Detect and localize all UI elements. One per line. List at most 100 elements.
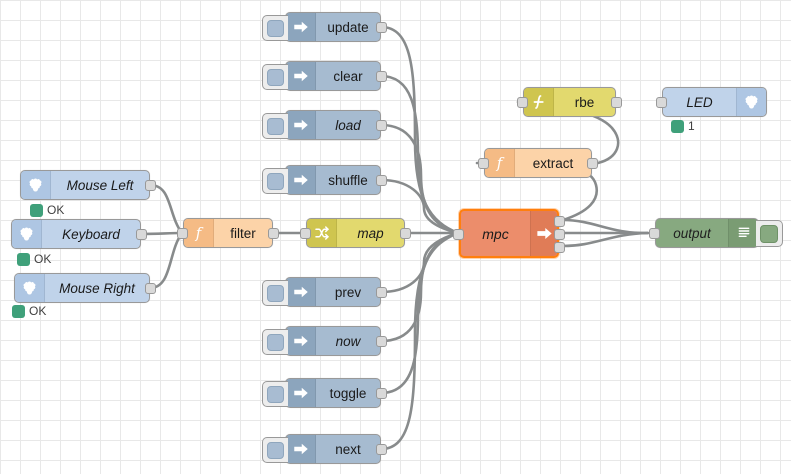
inject-button-pad	[267, 172, 284, 190]
node-mouse-right[interactable]: Mouse Right	[14, 273, 156, 303]
status-led: 1	[671, 119, 695, 133]
node-rbe[interactable]: rbe	[517, 87, 622, 117]
status-mouse-right: OK	[12, 304, 46, 318]
inject-arrow-icon	[286, 111, 316, 139]
rbe-step-icon	[524, 88, 554, 116]
node-map[interactable]: map	[300, 218, 411, 248]
node-label: next	[335, 441, 361, 457]
node-label: map	[357, 225, 384, 241]
svg-text:f: f	[195, 224, 204, 242]
function-f-icon: f	[184, 219, 214, 247]
node-now[interactable]: now	[262, 326, 387, 356]
raspberry-pi-icon	[736, 88, 766, 116]
output-port-1[interactable]	[554, 216, 565, 227]
node-label: Keyboard	[62, 226, 120, 242]
output-port[interactable]	[587, 158, 598, 169]
status-dot-icon	[12, 304, 25, 318]
raspberry-pi-icon	[21, 171, 51, 199]
output-port[interactable]	[376, 175, 387, 186]
status-dot-icon	[17, 252, 30, 266]
inject-button-pad	[267, 441, 284, 459]
output-port[interactable]	[145, 180, 156, 191]
inject-button[interactable]	[262, 437, 288, 463]
input-port[interactable]	[177, 228, 188, 239]
inject-button-pad	[267, 68, 284, 86]
node-label: toggle	[329, 385, 367, 401]
node-keyboard[interactable]: Keyboard	[11, 219, 147, 249]
inject-button[interactable]	[262, 381, 288, 407]
node-filter[interactable]: f filter	[177, 218, 279, 248]
node-label: now	[335, 333, 361, 349]
raspberry-pi-icon	[15, 274, 45, 302]
input-port[interactable]	[478, 158, 489, 169]
node-clear[interactable]: clear	[262, 61, 387, 91]
inject-button[interactable]	[262, 113, 288, 139]
output-port[interactable]	[136, 229, 147, 240]
inject-arrow-icon	[286, 435, 316, 463]
inject-button[interactable]	[262, 64, 288, 90]
node-label: output	[673, 225, 711, 241]
status-text: 1	[688, 119, 695, 133]
node-shuffle[interactable]: shuffle	[262, 165, 387, 195]
output-port[interactable]	[376, 22, 387, 33]
node-load[interactable]: load	[262, 110, 387, 140]
output-port-2[interactable]	[554, 229, 565, 240]
output-port[interactable]	[400, 228, 411, 239]
output-port[interactable]	[376, 336, 387, 347]
output-port-3[interactable]	[554, 242, 565, 253]
inject-arrow-icon	[286, 327, 316, 355]
inject-arrow-icon	[286, 62, 316, 90]
input-port[interactable]	[649, 228, 660, 239]
node-label: load	[335, 117, 361, 133]
node-label: rbe	[574, 94, 595, 110]
inject-button[interactable]	[262, 329, 288, 355]
output-port[interactable]	[376, 444, 387, 455]
inject-button-pad	[267, 333, 284, 351]
inject-button[interactable]	[262, 280, 288, 306]
output-port[interactable]	[376, 388, 387, 399]
status-text: OK	[47, 203, 65, 217]
node-label: filter	[230, 225, 256, 241]
node-label: LED	[686, 94, 713, 110]
output-arrow-icon	[530, 211, 557, 256]
node-toggle[interactable]: toggle	[262, 378, 387, 408]
node-output[interactable]: output	[649, 218, 783, 248]
output-port[interactable]	[376, 120, 387, 131]
inject-arrow-icon	[286, 13, 316, 41]
inject-button[interactable]	[262, 15, 288, 41]
inject-button-pad	[267, 19, 284, 37]
output-port[interactable]	[611, 97, 622, 108]
node-mpc[interactable]: mpc	[453, 209, 565, 258]
output-port[interactable]	[376, 287, 387, 298]
output-port[interactable]	[145, 283, 156, 294]
status-dot-icon	[671, 119, 684, 133]
node-prev[interactable]: prev	[262, 277, 387, 307]
output-port[interactable]	[268, 228, 279, 239]
node-next[interactable]: next	[262, 434, 387, 464]
status-mouse-left: OK	[30, 203, 64, 217]
inject-arrow-icon	[286, 379, 316, 407]
node-label: Mouse Left	[66, 177, 134, 193]
input-port[interactable]	[453, 229, 464, 240]
status-dot-icon	[30, 203, 43, 217]
status-text: OK	[34, 252, 52, 266]
input-port[interactable]	[517, 97, 528, 108]
node-update[interactable]: update	[262, 12, 387, 42]
debug-toggle-button[interactable]	[756, 220, 783, 247]
output-port[interactable]	[376, 71, 387, 82]
raspberry-pi-icon	[12, 220, 42, 248]
node-label: extract	[532, 155, 574, 171]
node-extract[interactable]: f extract	[478, 148, 598, 178]
node-label: clear	[333, 68, 363, 84]
input-port[interactable]	[300, 228, 311, 239]
node-mouse-left[interactable]: Mouse Left	[20, 170, 156, 200]
inject-arrow-icon	[286, 166, 316, 194]
input-port[interactable]	[656, 97, 667, 108]
inject-button[interactable]	[262, 168, 288, 194]
svg-text:f: f	[496, 154, 505, 172]
node-label: Mouse Right	[59, 280, 135, 296]
inject-button-pad	[267, 385, 284, 403]
node-led[interactable]: LED	[656, 87, 767, 117]
inject-button-pad	[267, 284, 284, 302]
